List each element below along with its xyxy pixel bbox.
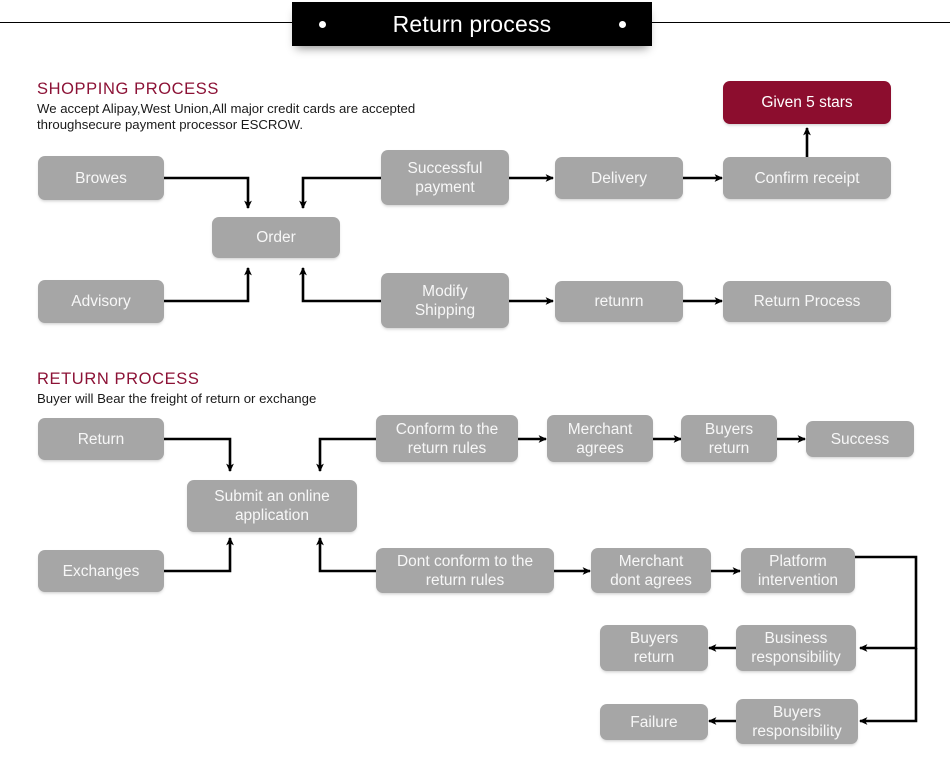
- section-subtext-shopping: We accept Alipay,West Union,All major cr…: [37, 101, 416, 132]
- node-buyers-return-2[interactable]: Buyers return: [600, 625, 708, 671]
- node-conform-to-return-rules[interactable]: Conform to the return rules: [376, 415, 518, 462]
- node-delivery[interactable]: Delivery: [555, 157, 683, 199]
- section-subtext-return: Buyer will Bear the freight of return or…: [37, 391, 317, 406]
- node-return[interactable]: Return: [38, 418, 164, 460]
- node-submit-online-application[interactable]: Submit an online application: [187, 480, 357, 532]
- node-successful-payment[interactable]: Successful payment: [381, 150, 509, 205]
- node-business-responsibility[interactable]: Business responsibility: [736, 625, 856, 671]
- node-order[interactable]: Order: [212, 217, 340, 258]
- page-title: Return process: [392, 11, 552, 37]
- node-buyers-responsibility[interactable]: Buyers responsibility: [736, 699, 858, 744]
- banner-rule-left: [0, 22, 300, 23]
- node-dont-conform-to-return-rules[interactable]: Dont conform to the return rules: [376, 548, 554, 593]
- node-platform-intervention[interactable]: Platform intervention: [741, 548, 855, 593]
- node-given-5-stars[interactable]: Given 5 stars: [723, 81, 891, 124]
- section-heading-shopping: SHOPPING PROCESS: [37, 80, 219, 98]
- node-merchant-dont-agrees[interactable]: Merchant dont agrees: [591, 548, 711, 593]
- node-confirm-receipt[interactable]: Confirm receipt: [723, 157, 891, 199]
- bullet-dot-icon-left: [319, 21, 326, 28]
- node-browes[interactable]: Browes: [38, 156, 164, 200]
- node-success[interactable]: Success: [806, 421, 914, 457]
- node-merchant-agrees[interactable]: Merchant agrees: [547, 415, 653, 462]
- node-failure[interactable]: Failure: [600, 704, 708, 740]
- node-return-process[interactable]: Return Process: [723, 281, 891, 322]
- section-heading-return: RETURN PROCESS: [37, 370, 200, 388]
- node-retunrn[interactable]: retunrn: [555, 281, 683, 322]
- node-advisory[interactable]: Advisory: [38, 280, 164, 323]
- node-exchanges[interactable]: Exchanges: [38, 550, 164, 592]
- banner-rule-right: [650, 22, 950, 23]
- bullet-dot-icon-right: [619, 21, 626, 28]
- node-buyers-return-1[interactable]: Buyers return: [681, 415, 777, 462]
- page-banner: Return process: [292, 2, 652, 46]
- node-modify-shipping[interactable]: Modify Shipping: [381, 273, 509, 328]
